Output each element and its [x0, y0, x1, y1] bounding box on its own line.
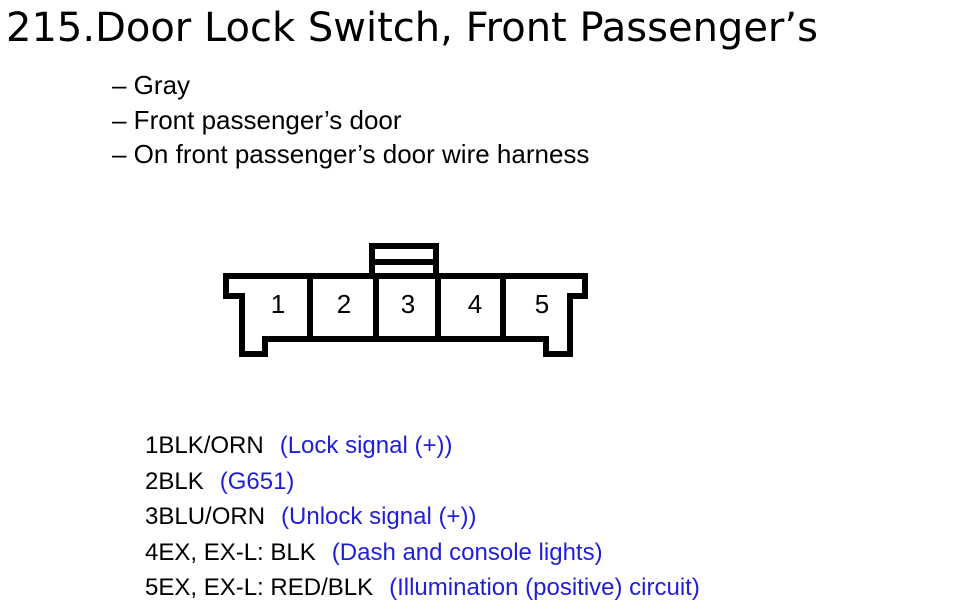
connector-location-note: – Front passenger’s door — [112, 104, 402, 135]
pin-row: 2BLK (G651) — [145, 464, 700, 500]
pin-wire-label: 2BLK — [145, 467, 204, 495]
pin-wire-label: 5EX, EX-L: RED/BLK — [145, 574, 374, 601]
pin-wire-label: 3BLU/ORN — [145, 503, 266, 530]
pin-wire-label: 1BLK/ORN — [145, 432, 264, 459]
connector-info-list: – Gray – Front passenger’s door – On fro… — [112, 68, 589, 172]
connector-harness-note: – On front passenger’s door wire harness — [112, 139, 590, 169]
pin-number-2: 2 — [337, 289, 351, 319]
pin-description: (Unlock signal (+)) — [281, 503, 477, 530]
pin-description: (Illumination (positive) circuit) — [389, 574, 700, 601]
pin-description: (Lock signal (+)) — [279, 432, 453, 459]
pin-description: (Dash and console lights) — [331, 538, 603, 566]
connector-color-note: – Gray — [112, 70, 191, 100]
pin-number-5: 5 — [535, 289, 549, 319]
pin-number-4: 4 — [468, 289, 482, 319]
pin-assignment-list: 1BLK/ORN (Lock signal (+)) 2BLK (G651) 3BL… — [145, 428, 700, 606]
pin-number-3: 3 — [401, 289, 415, 319]
pin-row: 4EX, EX-L: BLK (Dash and console lights) — [145, 535, 700, 571]
pin-number-1: 1 — [271, 289, 285, 319]
pin-description: (G651) — [219, 467, 295, 495]
pin-row: 3BLU/ORN (Unlock signal (+)) — [145, 499, 700, 535]
page-title: 215.Door Lock Switch, Front Passenger’s — [6, 5, 818, 51]
pin-row: 5EX, EX-L: RED/BLK (Illumination (positiv… — [145, 570, 700, 606]
connector-housing-outline — [223, 273, 588, 357]
pin-row: 1BLK/ORN (Lock signal (+)) — [145, 428, 700, 464]
pin-wire-label: 4EX, EX-L: BLK — [145, 538, 316, 566]
